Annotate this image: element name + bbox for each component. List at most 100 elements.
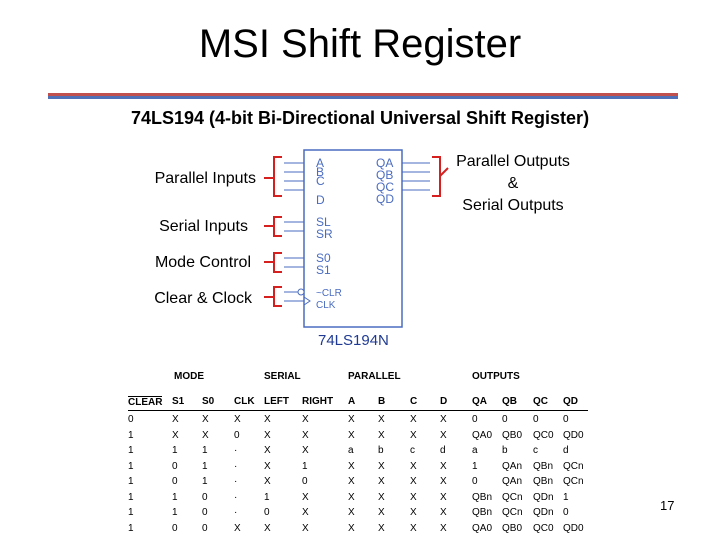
pin-sr: SR bbox=[316, 227, 333, 241]
table-cell: 1 bbox=[563, 491, 569, 503]
table-cell: QCn bbox=[563, 460, 584, 472]
table-cell: X bbox=[264, 476, 271, 487]
table-cell: 1 bbox=[202, 476, 208, 487]
table-cell: X bbox=[378, 414, 385, 425]
column-header-a: A bbox=[348, 396, 356, 407]
parallel-inputs-label: Parallel Inputs bbox=[154, 170, 256, 187]
pin-qc: QC bbox=[376, 180, 394, 194]
table-cell: · bbox=[234, 445, 238, 456]
parallel-outputs-line-1: Parallel Outputs bbox=[456, 153, 570, 170]
table-cell: QAn bbox=[502, 460, 523, 472]
table-cell: X bbox=[302, 445, 309, 456]
table-cell: 1 bbox=[172, 491, 178, 503]
table-cell: X bbox=[378, 522, 385, 534]
table-cell: 0 bbox=[264, 507, 270, 518]
table-cell: 0 bbox=[128, 414, 134, 425]
table-cell: X bbox=[234, 414, 241, 425]
chip-body bbox=[303, 149, 403, 328]
column-header-qa: QA bbox=[472, 396, 487, 407]
table-cell: 0 bbox=[502, 414, 508, 425]
table-cell: c bbox=[410, 445, 415, 456]
parallel-outputs-line-2: & bbox=[507, 175, 519, 192]
table-cell: X bbox=[378, 476, 385, 487]
table-cell: 1 bbox=[202, 445, 208, 456]
table-cell: X bbox=[440, 414, 447, 425]
table-cell: 1 bbox=[128, 460, 134, 472]
table-cell: X bbox=[302, 491, 309, 503]
pin-qb: QB bbox=[376, 168, 393, 182]
group-header-mode: MODE bbox=[174, 371, 204, 382]
column-header-b: B bbox=[378, 396, 386, 407]
table-cell: X bbox=[348, 460, 355, 472]
table-cell: c bbox=[533, 445, 538, 456]
table-cell: 0 bbox=[533, 414, 539, 425]
table-cell: 0 bbox=[172, 522, 178, 534]
slide-subtitle: 74LS194 (4-bit Bi-Directional Universal … bbox=[130, 108, 590, 128]
bracket-clear-clock bbox=[264, 286, 282, 307]
group-header-outputs: OUTPUTS bbox=[472, 371, 520, 382]
table-cell: 1 bbox=[172, 507, 178, 518]
table-cell: X bbox=[348, 414, 355, 425]
table-cell: QA0 bbox=[472, 522, 493, 534]
table-cell: QB0 bbox=[502, 429, 523, 441]
table-cell: 1 bbox=[472, 460, 478, 472]
table-cell: QCn bbox=[563, 476, 584, 487]
table-cell: X bbox=[264, 414, 271, 425]
table-cell: 1 bbox=[172, 445, 178, 456]
table-cell: X bbox=[410, 414, 417, 425]
table-cell: X bbox=[172, 429, 179, 441]
table-cell: X bbox=[348, 476, 355, 487]
table-cell: X bbox=[378, 491, 385, 503]
table-cell: 0 bbox=[234, 429, 240, 441]
table-cell: X bbox=[348, 429, 355, 441]
table-cell: QD0 bbox=[563, 522, 584, 534]
table-cell: 1 bbox=[128, 445, 134, 456]
table-cell: X bbox=[348, 507, 355, 518]
table-cell: X bbox=[264, 429, 271, 441]
column-header-right: RIGHT bbox=[302, 396, 334, 407]
table-cell: X bbox=[378, 507, 385, 518]
red-brackets bbox=[264, 156, 449, 307]
pin-qd: QD bbox=[376, 192, 394, 206]
table-cell: X bbox=[410, 429, 417, 441]
column-header-s0: S0 bbox=[202, 396, 215, 407]
pin-d: D bbox=[316, 193, 325, 207]
table-cell: X bbox=[440, 460, 447, 472]
table-cell: · bbox=[234, 507, 238, 518]
table-cell: · bbox=[234, 460, 238, 472]
column-header-qd: QD bbox=[563, 396, 578, 407]
table-cell: QBn bbox=[472, 491, 493, 503]
table-cell: 0 bbox=[172, 460, 178, 472]
parallel-outputs-line-3: Serial Outputs bbox=[462, 197, 564, 214]
table-cell: QC0 bbox=[533, 429, 554, 441]
table-cell: X bbox=[202, 414, 209, 425]
pin-b: B bbox=[316, 165, 324, 179]
clear-inversion-bubble bbox=[297, 288, 305, 296]
clock-triangle bbox=[303, 296, 311, 306]
title-rule-blue bbox=[48, 96, 678, 99]
table-cell: X bbox=[410, 507, 417, 518]
table-cell: 1 bbox=[128, 507, 134, 518]
table-cell: X bbox=[440, 476, 447, 487]
table-cell: a bbox=[348, 445, 354, 456]
table-cell: X bbox=[378, 460, 385, 472]
pin-qa: QA bbox=[376, 156, 393, 170]
table-cell: 1 bbox=[264, 491, 270, 503]
table-cell: X bbox=[264, 522, 271, 534]
table-cell: 0 bbox=[563, 507, 569, 518]
table-cell: QBn bbox=[533, 476, 554, 487]
table-cell: · bbox=[234, 476, 238, 487]
group-header-serial: SERIAL bbox=[264, 371, 301, 382]
table-cell: b bbox=[378, 445, 384, 456]
table-cell: QAn bbox=[502, 476, 523, 487]
table-cell: · bbox=[234, 491, 238, 503]
column-header-qc: QC bbox=[533, 396, 548, 407]
table-cell: 0 bbox=[472, 414, 478, 425]
title-rule-red bbox=[48, 93, 678, 96]
table-cell: QCn bbox=[502, 507, 523, 518]
table-cell: X bbox=[302, 429, 309, 441]
table-cell: QDn bbox=[533, 507, 554, 518]
table-cell: X bbox=[440, 507, 447, 518]
table-cell: 1 bbox=[128, 476, 134, 487]
